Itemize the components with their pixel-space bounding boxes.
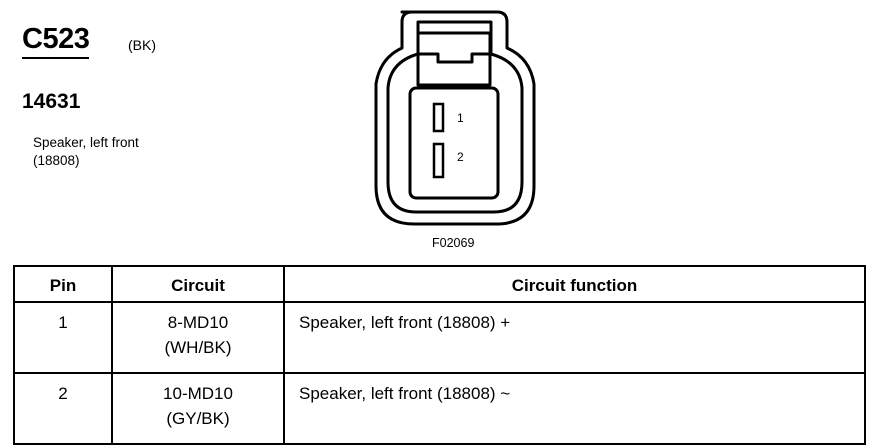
component-description: Speaker, left front (18808) xyxy=(33,134,139,170)
pin-cell: 2 xyxy=(13,372,113,445)
header-pin: Pin xyxy=(13,265,113,303)
circuit-function-cell: Speaker, left front (18808) ~ xyxy=(283,372,866,445)
description-line-2: (18808) xyxy=(33,153,80,168)
pin-label-2: 2 xyxy=(457,150,464,164)
circuit-function-cell: Speaker, left front (18808) + xyxy=(283,301,866,374)
table-row: 2 10-MD10 (GY/BK) Speaker, left front (1… xyxy=(13,372,866,445)
connector-latch-tab xyxy=(418,52,490,64)
connector-latch-frame xyxy=(416,31,492,87)
part-number: 14631 xyxy=(22,90,81,113)
connector-cavity-body xyxy=(408,86,500,200)
description-line-1: Speaker, left front xyxy=(33,135,139,150)
circuit-number: 8-MD10 xyxy=(167,313,229,332)
table-row: 1 8-MD10 (WH/BK) Speaker, left front (18… xyxy=(13,301,866,374)
figure-code: F02069 xyxy=(432,236,475,250)
circuit-number: 10-MD10 xyxy=(163,384,233,403)
table-header-row: Pin Circuit Circuit function xyxy=(13,265,866,303)
pin-table: Pin Circuit Circuit function 1 8-MD10 (W… xyxy=(13,265,866,445)
connector-inner-outline xyxy=(386,20,524,214)
connector-face-diagram: 1 2 xyxy=(374,10,536,226)
header-circuit: Circuit xyxy=(111,265,285,303)
terminal-2 xyxy=(432,142,445,179)
connector-color: (BK) xyxy=(128,37,156,53)
circuit-cell: 8-MD10 (WH/BK) xyxy=(111,301,285,374)
header-circuit-function: Circuit function xyxy=(283,265,866,303)
circuit-cell: 10-MD10 (GY/BK) xyxy=(111,372,285,445)
circuit-wire-color: (GY/BK) xyxy=(166,409,230,428)
pin-label-1: 1 xyxy=(457,111,464,125)
terminal-1 xyxy=(432,102,445,133)
pin-cell: 1 xyxy=(13,301,113,374)
circuit-wire-color: (WH/BK) xyxy=(164,338,232,357)
connector-outer-housing xyxy=(374,10,536,226)
connector-id: C523 xyxy=(22,24,90,59)
